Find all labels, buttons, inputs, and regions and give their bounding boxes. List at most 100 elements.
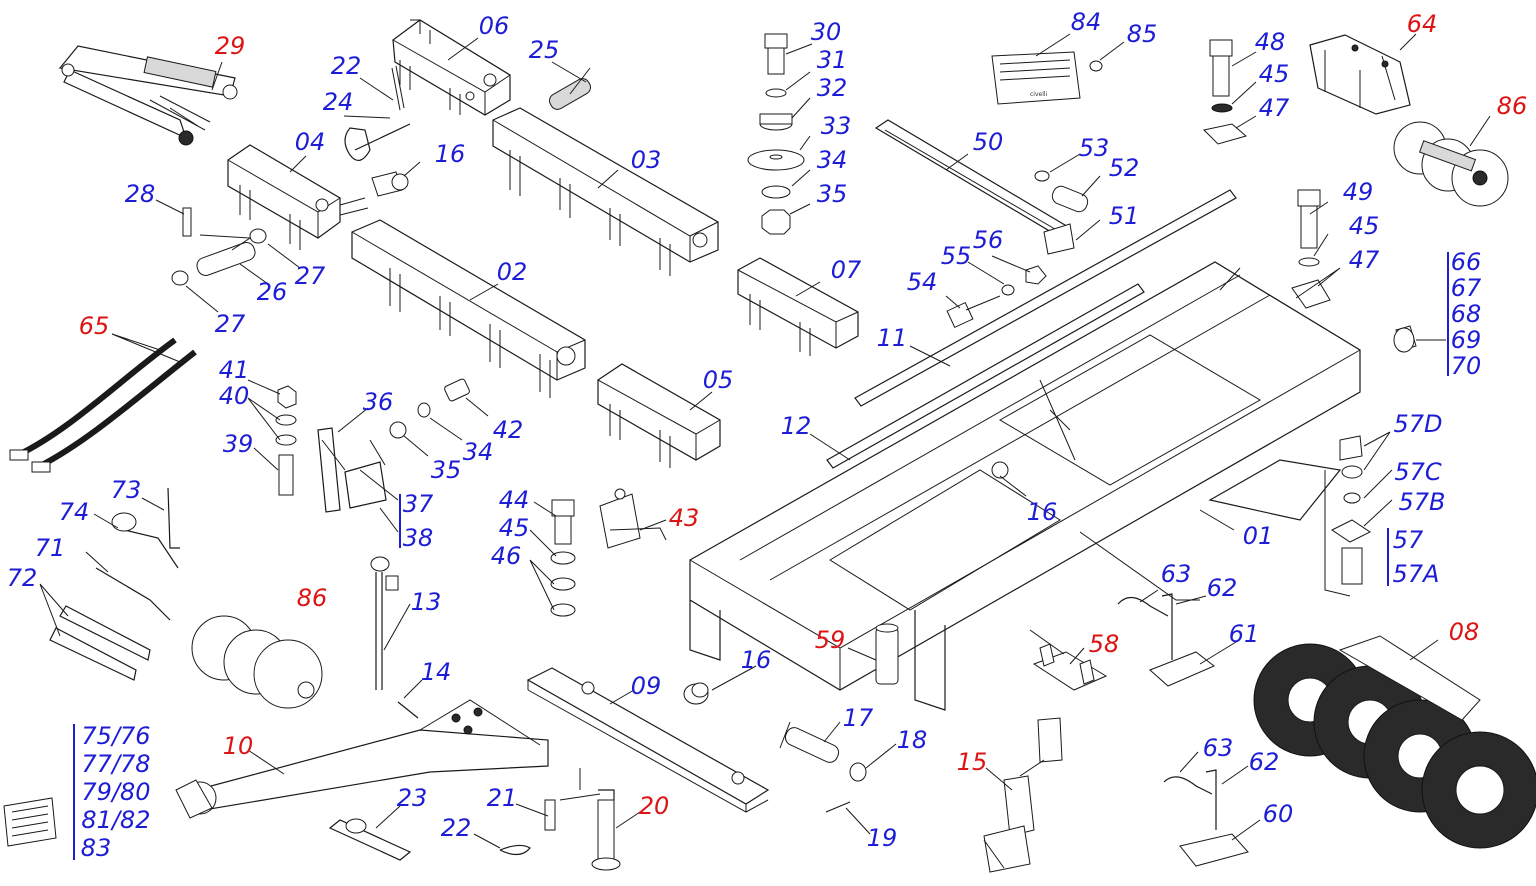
callout-85: 85 (1126, 20, 1158, 48)
callout-17: 17 (842, 704, 874, 732)
callout-47: 47 (1258, 94, 1290, 122)
part-75-83-label-set (3, 797, 57, 847)
part-39-41-stack (275, 385, 297, 496)
callout-05: 05 (702, 366, 734, 394)
callout-45b: 45 (1348, 212, 1380, 240)
part-65-hydraulic-hoses (9, 337, 197, 473)
part-86-disc-gang-top (1393, 121, 1509, 207)
part-26-28-pins (171, 207, 267, 286)
callout-86b: 86 (296, 584, 328, 612)
part-84-nameplate: civelli (991, 51, 1103, 105)
callout-16b: 16 (1026, 498, 1058, 526)
callout-18: 18 (896, 726, 928, 754)
callout-44: 44 (498, 486, 530, 514)
callout-06: 06 (478, 12, 510, 40)
callout-22b: 22 (440, 814, 472, 842)
part-49-47-pin-stack (1291, 189, 1331, 309)
part-04-frame-section (227, 144, 369, 250)
callout-43: 43 (668, 504, 700, 532)
part-64-bracket (1309, 34, 1411, 115)
callout-24: 24 (322, 88, 354, 116)
callout-68: 68 (1450, 300, 1482, 328)
callout-42: 42 (492, 416, 524, 444)
part-02-frame-beam (351, 219, 586, 398)
callout-25: 25 (528, 36, 560, 64)
callout-30: 30 (810, 18, 842, 46)
callout-27: 27 (294, 262, 326, 290)
callout-49: 49 (1342, 178, 1374, 206)
callout-66: 66 (1450, 248, 1482, 276)
callout-79-80: 79/80 (81, 778, 151, 806)
callout-03: 03 (630, 146, 662, 174)
part-25-pin (549, 67, 591, 110)
part-24-pin (344, 65, 411, 161)
callout-52: 52 (1108, 154, 1140, 182)
part-57-stack (1324, 435, 1371, 597)
callout-51: 51 (1108, 202, 1140, 230)
callout-37: 37 (402, 490, 434, 518)
callout-33: 33 (820, 112, 852, 140)
part-58-plate (1032, 643, 1108, 691)
callout-19: 19 (866, 824, 898, 852)
part-07-frame-section (737, 257, 859, 356)
callout-74: 74 (58, 498, 90, 526)
callout-27b: 27 (214, 310, 246, 338)
callout-02: 02 (496, 258, 528, 286)
callout-23: 23 (396, 784, 428, 812)
callout-07: 07 (830, 256, 862, 284)
callout-57A: 57A (1392, 560, 1440, 588)
part-71-74-linch-pins (49, 487, 180, 681)
callout-01: 01 (1242, 522, 1274, 550)
part-10-drawbar (175, 699, 549, 819)
callout-10: 10 (222, 732, 254, 760)
callout-65: 65 (78, 312, 110, 340)
part-20-jack-stand (544, 768, 621, 871)
callout-16: 16 (434, 140, 466, 168)
callout-34b: 34 (462, 438, 494, 466)
callout-86: 86 (1496, 92, 1528, 120)
callout-55: 55 (940, 242, 972, 270)
callout-56: 56 (972, 226, 1004, 254)
callout-22: 22 (330, 52, 362, 80)
part-86-disc-gang-left (191, 615, 323, 709)
part-34-42-bolt (389, 378, 470, 439)
part-17-19-pin-set (779, 721, 867, 813)
part-60-63-pins-bottom (1163, 769, 1249, 867)
part-09-crossbar (526, 667, 770, 813)
part-48-47-pin-stack (1202, 39, 1248, 145)
callout-61: 61 (1228, 620, 1260, 648)
part-05-frame-section (597, 363, 721, 468)
part-06-frame-section (392, 19, 511, 116)
callout-45c: 45 (498, 514, 530, 542)
callout-57C: 57C (1394, 458, 1442, 486)
part-16-bushing (371, 171, 409, 197)
part-30-35-bolt-stack (747, 33, 805, 235)
part-16-bushing-lower (683, 682, 709, 705)
part-08-wheel-bogie (1253, 635, 1536, 849)
callout-08: 08 (1448, 618, 1480, 646)
callout-12: 12 (780, 412, 812, 440)
callout-63b: 63 (1202, 734, 1234, 762)
callout-45: 45 (1258, 60, 1290, 88)
callout-50: 50 (972, 128, 1004, 156)
part-03-frame-beam (492, 107, 719, 276)
callout-62: 62 (1206, 574, 1238, 602)
callout-62b: 62 (1248, 748, 1280, 776)
callout-59: 59 (814, 626, 846, 654)
callout-09: 09 (630, 672, 662, 700)
callout-75-76: 75/76 (81, 722, 151, 750)
part-22-23-clips (328, 818, 531, 861)
grouping-bars (73, 252, 1449, 860)
callout-35b: 35 (430, 456, 462, 484)
nameplate-brand: civelli (1030, 91, 1048, 98)
callout-58: 58 (1088, 630, 1120, 658)
part-54-56-bolt-set (946, 265, 1047, 329)
callout-81-82: 81/82 (81, 806, 151, 834)
callout-46: 46 (490, 542, 522, 570)
callout-84: 84 (1070, 8, 1102, 36)
callout-77-78: 77/78 (81, 750, 151, 778)
callout-54: 54 (906, 268, 938, 296)
callout-71: 71 (34, 534, 66, 562)
part-59-sleeve (875, 623, 899, 685)
